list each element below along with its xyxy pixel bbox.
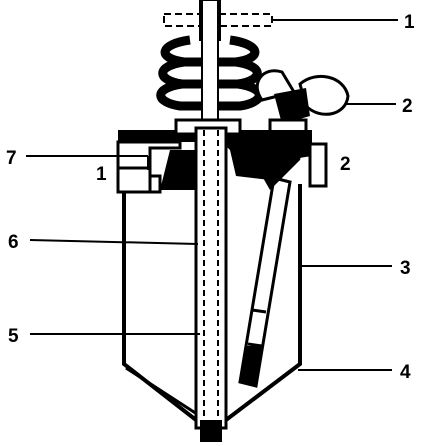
callout-6: 6 [8, 232, 19, 253]
callout-4: 4 [400, 362, 411, 383]
wing-nut [255, 69, 350, 136]
central-rod-upper [201, 0, 219, 129]
central-tube [194, 126, 228, 442]
callout-7: 7 [6, 148, 17, 169]
callout-2: 2 [402, 96, 413, 117]
leader-6 [29, 239, 199, 245]
angled-tube [238, 140, 304, 388]
inner-label-2: 2 [340, 154, 351, 175]
inner-label-1: 1 [96, 164, 107, 185]
callout-3: 3 [400, 258, 411, 279]
leader-lines [26, 19, 398, 371]
callout-1: 1 [404, 12, 415, 33]
callout-5: 5 [8, 326, 19, 347]
